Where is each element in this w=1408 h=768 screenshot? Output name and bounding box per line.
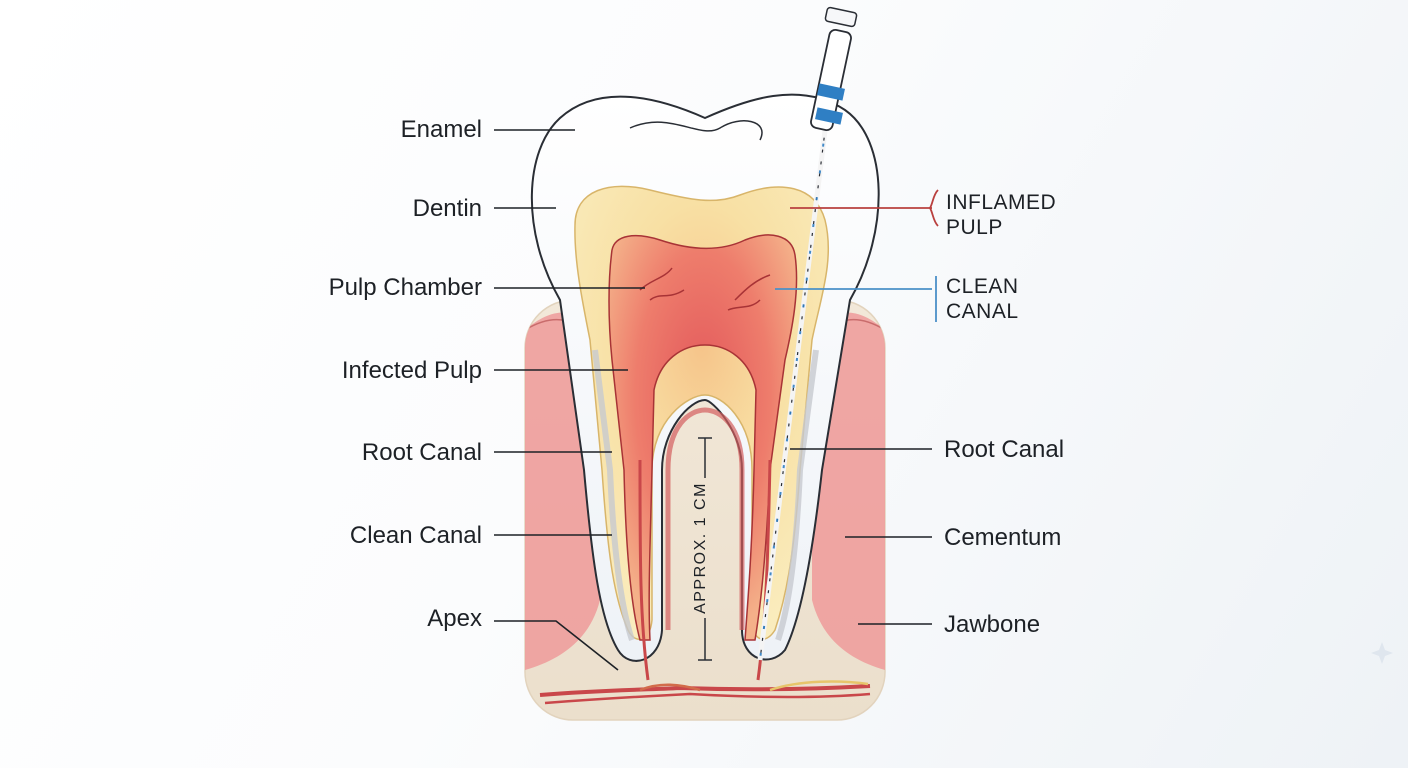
label-clean-canal-right-line2: CANAL xyxy=(946,300,1019,323)
label-jawbone: Jawbone xyxy=(944,611,1040,638)
label-inflamed-pulp-line2: PULP xyxy=(946,216,1003,239)
label-inflamed-pulp-line1: INFLAMED xyxy=(946,191,1056,214)
label-root-canal-right: Root Canal xyxy=(944,436,1064,463)
label-infected-pulp: Infected Pulp xyxy=(342,357,482,384)
label-pulp-chamber: Pulp Chamber xyxy=(329,274,482,301)
sparkle-icon xyxy=(1371,642,1393,664)
label-cementum: Cementum xyxy=(944,524,1061,551)
label-dentin: Dentin xyxy=(413,195,482,222)
label-root-canal-left: Root Canal xyxy=(362,439,482,466)
label-apex: Apex xyxy=(427,605,482,632)
label-clean-canal-right-line1: CLEAN xyxy=(946,275,1019,298)
label-enamel: Enamel xyxy=(401,116,482,143)
measurement-label: APPROX. 1 CM xyxy=(692,482,709,614)
label-clean-canal-left: Clean Canal xyxy=(350,522,482,549)
